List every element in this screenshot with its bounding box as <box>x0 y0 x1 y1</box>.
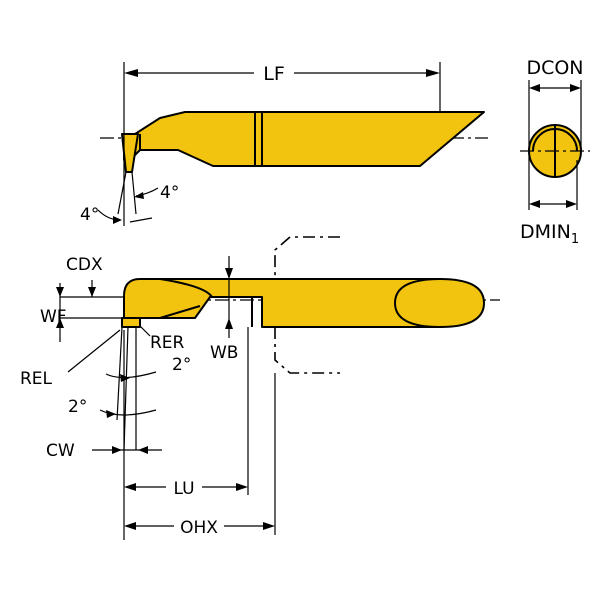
dcon-arrow-right <box>570 84 581 92</box>
side-insert-tip <box>121 317 141 328</box>
lf-arrow-right <box>426 69 440 77</box>
rel-label: REL <box>20 369 53 389</box>
side-angle-arrow-mid <box>120 374 130 382</box>
cw-arrow-right <box>138 446 148 454</box>
wb-arrow-top <box>225 268 233 279</box>
angle-guide-1 <box>117 171 127 215</box>
top-bar-body <box>123 111 485 167</box>
lf-arrow-left <box>124 69 138 77</box>
rer-label: RER <box>150 333 185 353</box>
dcon-label: DCON <box>526 57 583 79</box>
lf-label-bg <box>254 60 294 86</box>
lu-label: LU <box>173 479 194 499</box>
section-break-bottom <box>274 327 340 374</box>
side-angle-arc-mid <box>105 371 157 379</box>
side-bar-body <box>123 278 485 328</box>
ohx-label-bg <box>174 514 224 538</box>
side-view: CDX WF WB RER REL 2° 2° CW <box>20 236 500 540</box>
rer-leader <box>139 325 151 337</box>
dcon-arrow-left <box>529 84 540 92</box>
angle-arrow-right <box>134 192 144 199</box>
cw-label: CW <box>46 441 75 461</box>
rel-leader <box>67 329 121 373</box>
side-flat-cone-2 <box>159 305 201 319</box>
top-view: LF 4° 4° <box>80 60 488 226</box>
side-rear-ellipse <box>393 278 441 328</box>
end-view: DCON DMIN1 <box>520 57 590 247</box>
wb-arrow-bottom <box>225 318 233 329</box>
wf-arrow-bottom <box>56 318 64 328</box>
lu-label-bg <box>166 475 202 499</box>
angle-left-tick <box>129 217 153 223</box>
angle-label-mid: 2° <box>172 355 191 375</box>
section-break-top <box>274 236 340 279</box>
wf-arrow-top <box>56 287 64 297</box>
dmin-label-sub: 1 <box>571 232 579 247</box>
side-angle-arrow-low <box>106 410 116 418</box>
lu-arrow-right <box>236 483 248 491</box>
angle-arrow-left <box>113 216 122 224</box>
dmin-arrow-left <box>529 200 540 208</box>
wb-label: WB <box>210 343 238 363</box>
side-angle-guide-1 <box>116 326 123 421</box>
ohx-arrow-right <box>263 522 275 530</box>
cdx-arrow <box>88 287 96 297</box>
dmin-label-main: DMIN <box>520 221 571 243</box>
dmin-label: DMIN1 <box>520 221 579 247</box>
side-angle-guide-2 <box>123 326 129 451</box>
cw-arrow-left <box>112 446 122 454</box>
side-flat-cone <box>159 278 213 298</box>
angle-label-top-left: 4° <box>80 205 99 225</box>
wf-label: WF <box>40 307 67 327</box>
lf-label: LF <box>263 63 285 85</box>
ohx-arrow-left <box>124 522 136 530</box>
angle-label-low: 2° <box>68 397 87 417</box>
lu-arrow-left <box>124 483 136 491</box>
angle-guide-2 <box>131 171 137 215</box>
angle-label-top-right: 4° <box>160 183 179 203</box>
ohx-label: OHX <box>180 518 218 538</box>
dmin-arrow-right <box>566 200 577 208</box>
cdx-label: CDX <box>66 255 103 275</box>
